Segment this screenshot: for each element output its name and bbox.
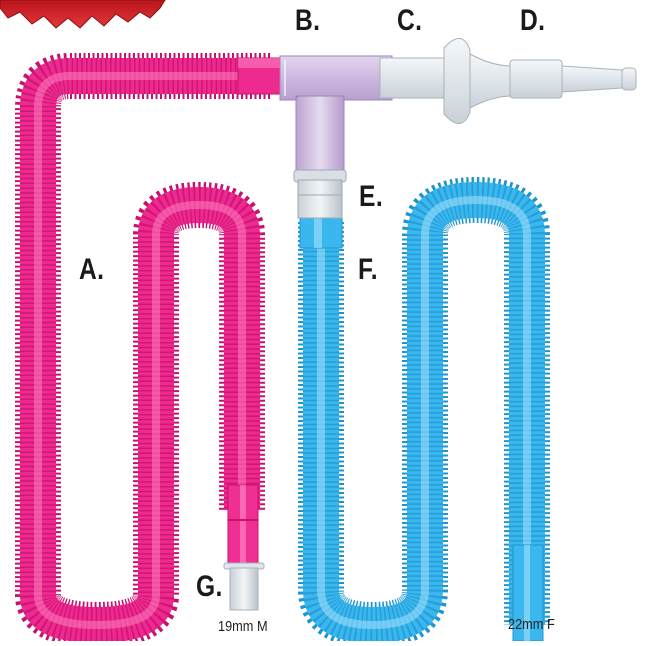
label-f: F. bbox=[358, 253, 378, 287]
pink-tube-a bbox=[38, 58, 280, 625]
connector-g bbox=[224, 563, 264, 610]
label-b: B. bbox=[295, 4, 320, 38]
connector-e bbox=[294, 170, 346, 218]
port-d bbox=[510, 60, 636, 98]
label-c: C. bbox=[397, 4, 422, 38]
badge-starburst bbox=[0, 0, 165, 28]
size-label-19mm: 19mm M bbox=[218, 618, 268, 635]
blue-tube-f bbox=[300, 200, 543, 641]
filter-c bbox=[380, 38, 512, 123]
tee-connector-b bbox=[280, 56, 392, 174]
label-d: D. bbox=[520, 4, 545, 38]
label-a: A. bbox=[79, 253, 104, 287]
size-label-22mm: 22mm F bbox=[508, 616, 555, 633]
label-g: G. bbox=[196, 570, 223, 604]
label-e: E. bbox=[359, 180, 383, 214]
